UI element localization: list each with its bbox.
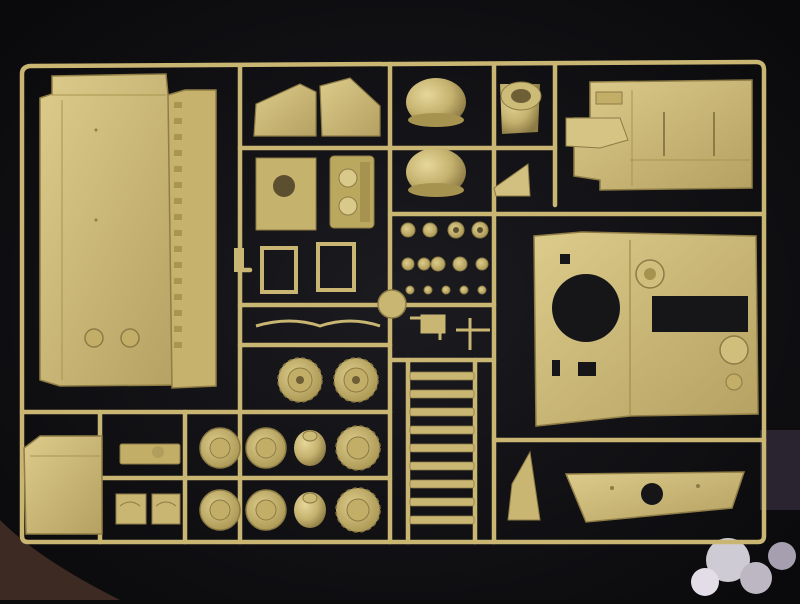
sprocket-3 [335, 425, 381, 471]
dome-parts [406, 78, 466, 197]
hatch-frames [234, 242, 356, 294]
hub-parts [453, 227, 483, 233]
paper-clutter [691, 430, 800, 596]
hull-side-plate [167, 89, 217, 389]
sprocket-2 [333, 357, 379, 403]
table-corner [0, 520, 120, 600]
glacis-plate [564, 471, 746, 523]
cylinder-part [500, 81, 542, 134]
engine-block [255, 155, 375, 231]
small-brackets [115, 443, 181, 525]
mudguard-parts [253, 77, 381, 137]
engine-deck [565, 79, 753, 191]
bracket-part [507, 450, 541, 521]
road-wheel-1 [199, 427, 241, 469]
wedge-part [493, 163, 531, 197]
road-wheel-3 [199, 489, 241, 531]
hub-cap-2 [294, 492, 326, 528]
track-links [409, 371, 475, 525]
sprue-frame [19, 59, 767, 545]
sprocket-4 [335, 487, 381, 533]
superstructure-plate [533, 231, 759, 427]
road-wheel-4 [245, 489, 287, 531]
hub-cap-1 [294, 430, 326, 466]
sprocket-1 [277, 357, 323, 403]
linkage-parts [255, 289, 490, 350]
road-wheel-2 [245, 427, 287, 469]
stowage-box [23, 435, 103, 535]
hull-bottom-plate [39, 73, 181, 387]
